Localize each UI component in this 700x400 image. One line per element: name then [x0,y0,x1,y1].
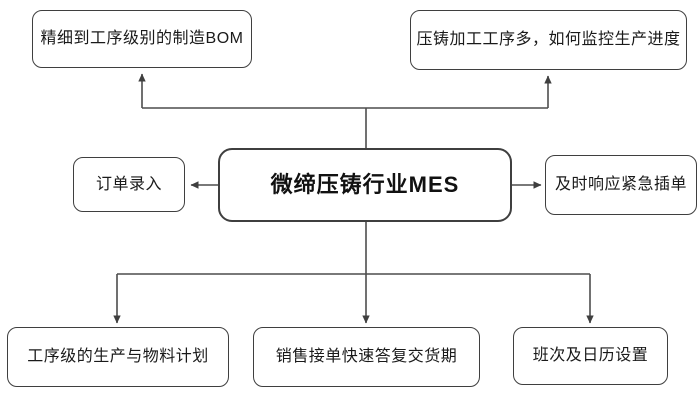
node-order-entry: 订单录入 [73,157,185,212]
node-urgent-order-response: 及时响应紧急插单 [545,155,697,215]
node-center-mes: 微缔压铸行业MES [218,148,512,222]
node-sales-delivery-reply: 销售接单快速答复交货期 [253,327,480,387]
node-manufacturing-bom: 精细到工序级别的制造BOM [32,10,252,68]
node-production-progress-monitoring: 压铸加工工序多，如何监控生产进度 [410,10,687,70]
node-process-production-material-plan: 工序级的生产与物料计划 [7,327,229,387]
node-shift-calendar-setting: 班次及日历设置 [513,327,668,385]
